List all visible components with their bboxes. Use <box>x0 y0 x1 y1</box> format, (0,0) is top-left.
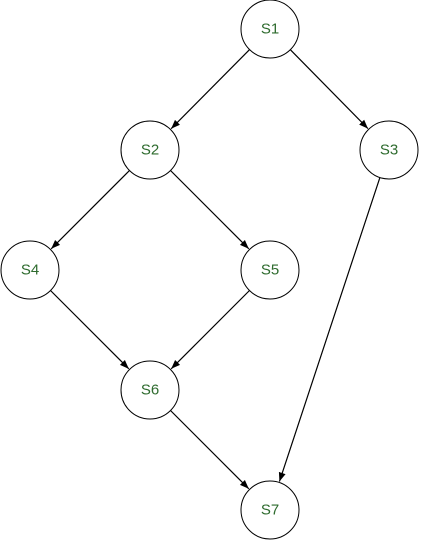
node-s5-circle <box>240 240 300 300</box>
node-s3-label: S3 <box>380 142 398 159</box>
node-s4[interactable]: S4 <box>0 240 60 300</box>
edge-s1-to-s3 <box>289 49 369 130</box>
edge-s4-to-s6 <box>50 290 130 370</box>
node-s4-label: S4 <box>21 262 39 279</box>
edge-s2-to-s4 <box>50 170 130 250</box>
edge-s3-to-s7 <box>278 177 381 482</box>
node-s2-label: S2 <box>141 142 159 159</box>
node-s7[interactable]: S7 <box>240 480 300 540</box>
edges <box>50 49 381 490</box>
edge-s2-to-s5 <box>170 170 250 250</box>
edge-s5-to-s6 <box>170 290 250 370</box>
node-s6-label: S6 <box>141 382 159 399</box>
node-s3[interactable]: S3 <box>359 120 419 180</box>
node-s1-circle <box>240 0 300 59</box>
node-s2-circle <box>120 120 180 180</box>
node-s7-circle <box>240 480 300 540</box>
node-s4-circle <box>0 240 60 300</box>
node-s5-label: S5 <box>261 262 279 279</box>
node-s1-label: S1 <box>261 21 279 38</box>
node-s6[interactable]: S6 <box>120 360 180 420</box>
node-s5[interactable]: S5 <box>240 240 300 300</box>
node-s7-label: S7 <box>261 502 279 519</box>
node-s6-circle <box>120 360 180 420</box>
node-s3-circle <box>359 120 419 180</box>
edge-s1-to-s2 <box>170 49 251 130</box>
node-s2[interactable]: S2 <box>120 120 180 180</box>
node-s1[interactable]: S1 <box>240 0 300 59</box>
edge-s6-to-s7 <box>170 410 250 490</box>
